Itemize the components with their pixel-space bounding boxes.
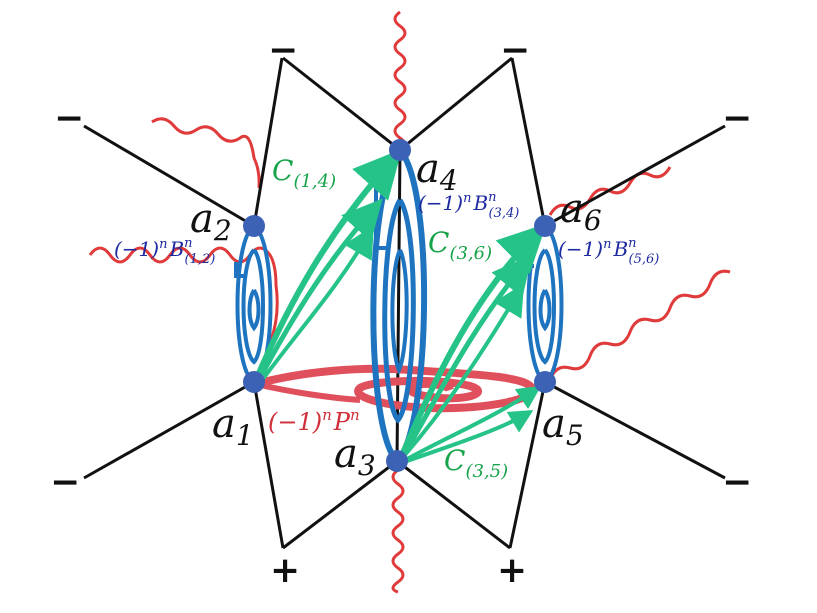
line-a4-right — [399, 56, 513, 152]
wavy-line-a2 — [151, 117, 261, 189]
blue-loop-56-core — [538, 288, 552, 332]
line-a1-bottom — [252, 381, 285, 549]
node-label-a3: a3 — [334, 431, 376, 482]
node-labels: a1 a2 a3 a4 a5 a6 — [190, 146, 602, 482]
line-a5-bottom — [508, 381, 547, 549]
green-arrows — [253, 149, 547, 464]
node-label-a4: a4 — [416, 146, 458, 197]
nodes — [243, 139, 556, 472]
green-arrow-36-c — [402, 283, 525, 458]
wavy-line-top — [393, 10, 407, 150]
sign-minus-right-upper: − — [722, 98, 752, 139]
signs: − − − − − − + + — [50, 30, 752, 591]
node-a6 — [534, 215, 556, 237]
node-label-a5: a5 — [542, 401, 584, 452]
line-a1-outer — [83, 380, 255, 480]
sign-minus-top-left: − — [268, 30, 298, 71]
node-label-a2: a2 — [190, 196, 232, 247]
wavy-line-bottom — [391, 468, 405, 594]
line-a3-right — [396, 459, 511, 550]
sign-plus-right: + — [497, 550, 527, 591]
green-arrow-14-a — [253, 149, 402, 382]
sign-minus-left-lower: − — [50, 462, 80, 503]
node-a2 — [243, 215, 265, 237]
node-a3 — [386, 450, 408, 472]
blue-loop-34-mid — [382, 198, 416, 424]
line-a3-left — [282, 459, 398, 550]
sign-minus-top-right: − — [500, 30, 530, 71]
node-a1 — [243, 371, 265, 393]
line-a6-top — [510, 57, 547, 227]
wavy-lines — [88, 10, 731, 594]
sign-minus-right-lower: − — [722, 462, 752, 503]
node-label-a6: a6 — [560, 186, 602, 237]
blue-loop-56-inner — [532, 248, 556, 365]
blue-loop-12-tick — [234, 262, 244, 278]
line-a4-left — [282, 56, 401, 152]
node-a5 — [534, 371, 556, 393]
red-spiral — [254, 364, 537, 413]
label-p: (−1)nPn — [268, 406, 360, 436]
red-spiral-tail — [255, 381, 361, 403]
green-arrow-35-a — [400, 385, 542, 464]
line-a2-top — [252, 57, 284, 227]
sign-minus-left-upper: − — [54, 98, 84, 139]
wavy-line-a1 — [88, 246, 279, 341]
blue-loop-34-inner — [390, 249, 409, 375]
sign-plus-left: + — [270, 550, 300, 591]
label-c-3-5: C(3,5) — [444, 444, 508, 482]
blue-loop-12-core — [247, 288, 261, 332]
green-arrow-14-c — [258, 225, 375, 385]
wavy-line-a5 — [548, 269, 731, 381]
red-spiral-arm — [254, 364, 537, 413]
green-arrow-35-b — [403, 409, 534, 464]
c-labels: C(1,4) C(3,6) C(3,5) — [272, 154, 508, 482]
line-a2-outer — [83, 124, 255, 228]
node-a4 — [389, 139, 411, 161]
line-a6-outer — [544, 124, 726, 228]
black-lines — [83, 56, 726, 550]
node-label-a1: a1 — [212, 401, 254, 452]
line-a5-outer — [544, 380, 726, 480]
label-c-3-6: C(3,6) — [428, 226, 492, 264]
blue-loop-12-inner — [241, 248, 265, 365]
label-c-1-4: C(1,4) — [272, 154, 336, 192]
